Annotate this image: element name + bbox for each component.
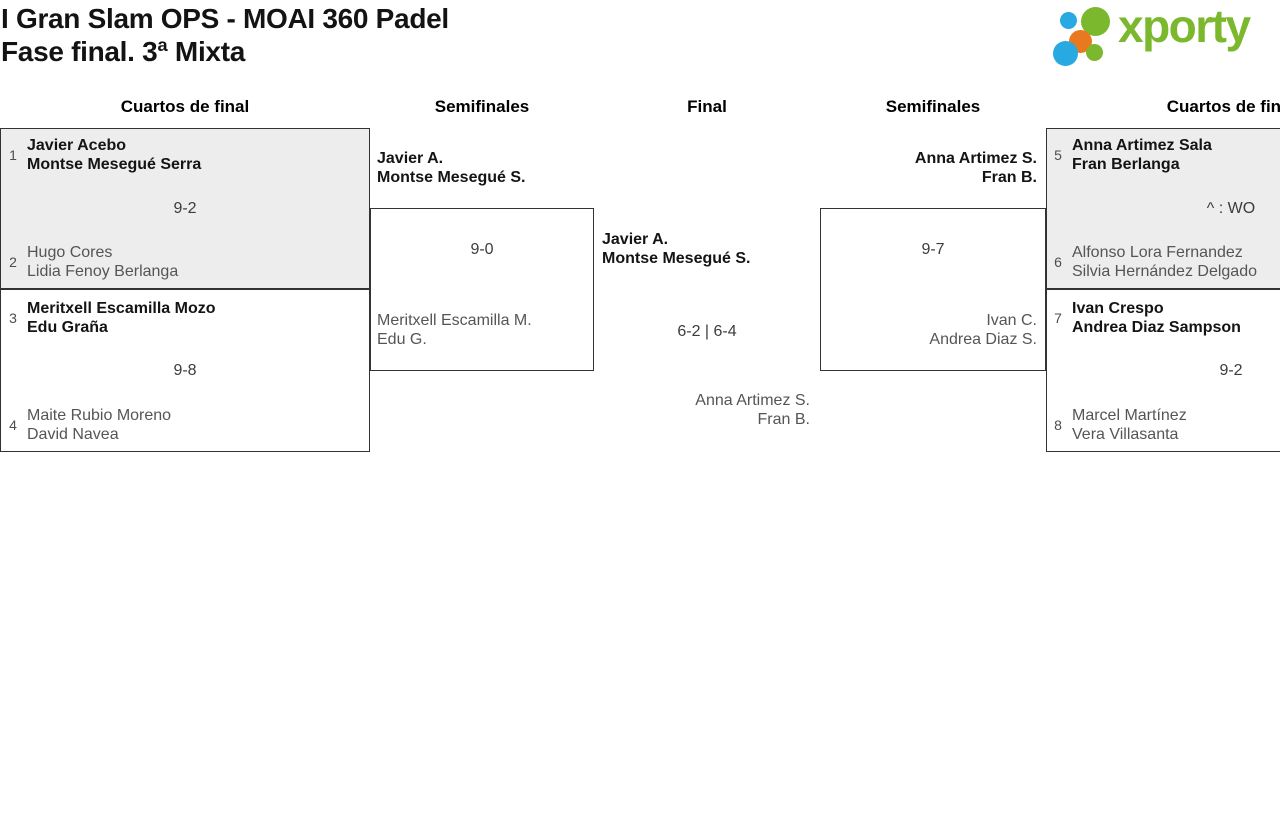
player-name: Hugo Cores — [27, 244, 113, 261]
match-score: 9-7 — [921, 241, 945, 258]
team-row: 1 Javier Acebo Montse Mesegué Serra — [8, 136, 201, 174]
player-name: Ivan C. — [986, 312, 1037, 329]
logo-dot-green-small-icon — [1086, 44, 1103, 61]
player-name: Fran B. — [757, 411, 810, 428]
player-name: Montse Mesegué S. — [377, 169, 526, 186]
team-row: 2 Hugo Cores Lidia Fenoy Berlanga — [8, 243, 178, 281]
player-name: Marcel Martínez — [1072, 407, 1187, 424]
seed-number: 8 — [1054, 417, 1062, 433]
phase-subtitle: Fase final. 3ª Mixta — [1, 36, 246, 67]
match-box-qf2 — [0, 289, 370, 452]
team-row: 3 Meritxell Escamilla Mozo Edu Graña — [8, 299, 216, 337]
player-name: Vera Villasanta — [1072, 426, 1179, 443]
player-name: Montse Mesegué Serra — [27, 156, 202, 173]
player-name: Lidia Fenoy Berlanga — [27, 263, 179, 280]
player-name: Anna Artimez S. — [695, 392, 810, 409]
player-name: Javier A. — [377, 150, 444, 167]
player-name: Andrea Diaz Sampson — [1072, 319, 1241, 336]
column-header-quarters-right: Cuartos de final — [1166, 97, 1280, 116]
tournament-name: I Gran Slam OPS - MOAI 360 Padel — [1, 3, 449, 34]
player-name: Maite Rubio Moreno — [27, 407, 172, 424]
column-header-semis-right: Semifinales — [885, 97, 981, 116]
match-score: 9-0 — [470, 241, 494, 258]
player-name: Fran B. — [981, 169, 1037, 186]
team-row: 8 Marcel Martínez Vera Villasanta — [1053, 406, 1187, 444]
match-box-qf3 — [1046, 128, 1280, 289]
seed-number: 7 — [1054, 310, 1062, 326]
match-score: 9-2 — [1219, 362, 1243, 379]
player-name: Javier Acebo — [27, 137, 127, 154]
player-name: Meritxell Escamilla Mozo — [27, 300, 216, 317]
player-name: Javier A. — [602, 231, 669, 248]
match-score: 6-2 | 6-4 — [677, 323, 737, 340]
player-name: Anna Artimez S. — [914, 150, 1037, 167]
match-box-qf1 — [0, 128, 370, 289]
column-header-semis-left: Semifinales — [434, 97, 530, 116]
seed-number: 3 — [9, 310, 17, 326]
match-score: 9-8 — [173, 362, 197, 379]
player-name: Silvia Hernández Delgado — [1072, 263, 1257, 280]
player-name: Edu G. — [377, 331, 427, 348]
seed-number: 5 — [1054, 147, 1062, 163]
sf-right-loser: Ivan C. Andrea Diaz S. — [929, 311, 1037, 349]
seed-number: 1 — [9, 147, 17, 163]
team-row: 5 Anna Artimez Sala Fran Berlanga — [1053, 136, 1212, 174]
team-row: 6 Alfonso Lora Fernandez Silvia Hernánde… — [1053, 243, 1257, 281]
match-box-sf-left — [370, 208, 594, 371]
final-loser: Anna Artimez S. Fran B. — [695, 391, 810, 429]
final-winner: Javier A. Montse Mesegué S. — [602, 230, 750, 268]
sf-left-winner: Javier A. Montse Mesegué S. — [377, 149, 525, 187]
xporty-logo[interactable]: xporty — [1048, 0, 1280, 67]
logo-dot-blue-large-icon — [1053, 41, 1078, 66]
logo-dot-blue-small-icon — [1060, 12, 1077, 29]
player-name: Fran Berlanga — [1072, 156, 1180, 173]
player-name: Anna Artimez Sala — [1072, 137, 1212, 154]
match-score: ^ : WO — [1206, 200, 1256, 217]
match-score: 9-2 — [173, 200, 197, 217]
player-name: Meritxell Escamilla M. — [377, 312, 532, 329]
player-name: Edu Graña — [27, 319, 108, 336]
player-name: Montse Mesegué S. — [602, 250, 751, 267]
team-row: 4 Maite Rubio Moreno David Navea — [8, 406, 171, 444]
player-name: Andrea Diaz S. — [929, 331, 1037, 348]
player-name: Ivan Crespo — [1072, 300, 1164, 317]
sf-left-loser: Meritxell Escamilla M. Edu G. — [377, 311, 532, 349]
column-header-quarters-left: Cuartos de final — [120, 97, 250, 116]
player-name: David Navea — [27, 426, 119, 443]
logo-wordmark: xporty — [1118, 0, 1251, 52]
player-name: Alfonso Lora Fernandez — [1072, 244, 1243, 261]
page-title: I Gran Slam OPS - MOAI 360 Padel Fase fi… — [1, 2, 449, 68]
team-row: 7 Ivan Crespo Andrea Diaz Sampson — [1053, 299, 1241, 337]
seed-number: 4 — [9, 417, 17, 433]
seed-number: 2 — [9, 254, 17, 270]
column-header-final: Final — [687, 97, 727, 116]
seed-number: 6 — [1054, 254, 1062, 270]
sf-right-winner: Anna Artimez S. Fran B. — [915, 149, 1037, 187]
match-box-sf-right — [820, 208, 1046, 371]
match-box-qf4 — [1046, 289, 1280, 452]
